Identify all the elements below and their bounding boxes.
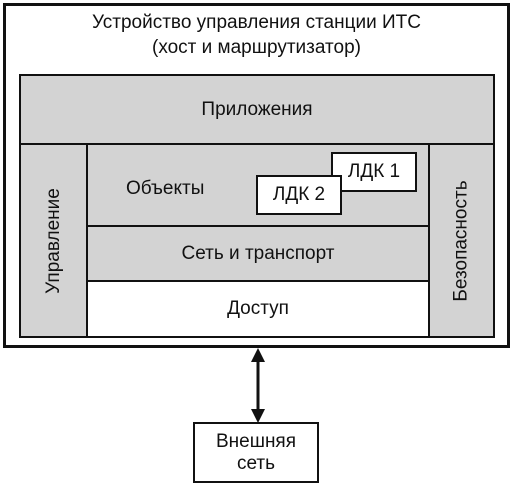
its-station-box	[3, 3, 510, 348]
access-label: Доступ	[227, 298, 289, 319]
management-label: Управление	[42, 187, 64, 294]
external-network-line2: сеть	[236, 452, 276, 474]
external-network-line1: Внешняя	[215, 430, 297, 452]
access-layer: Доступ	[86, 280, 430, 338]
objects-label: Объекты	[126, 178, 205, 199]
station-title: Устройство управления станции ИТС (хост …	[20, 10, 493, 60]
station-title-line2: (хост и маршрутизатор)	[152, 37, 361, 58]
bidirectional-arrow-icon	[251, 348, 265, 423]
ldk2-label: ЛДК 2	[272, 184, 326, 205]
station-title-line1: Устройство управления станции ИТС	[91, 12, 421, 33]
applications-label: Приложения	[201, 98, 313, 120]
security-label: Безопасность	[450, 179, 472, 302]
applications-layer: Приложения	[19, 74, 495, 145]
ldk1-label: ЛДК 1	[347, 161, 401, 182]
security-layer: Безопасность	[428, 143, 495, 338]
external-network-box: Внешняя сеть	[193, 422, 319, 483]
network-transport-layer: Сеть и транспорт	[86, 225, 430, 282]
management-layer: Управление	[19, 143, 88, 338]
network-transport-label: Сеть и транспорт	[181, 242, 335, 264]
ldk1-box: ЛДК 1	[331, 152, 417, 192]
ldk2-box: ЛДК 2	[256, 175, 342, 215]
